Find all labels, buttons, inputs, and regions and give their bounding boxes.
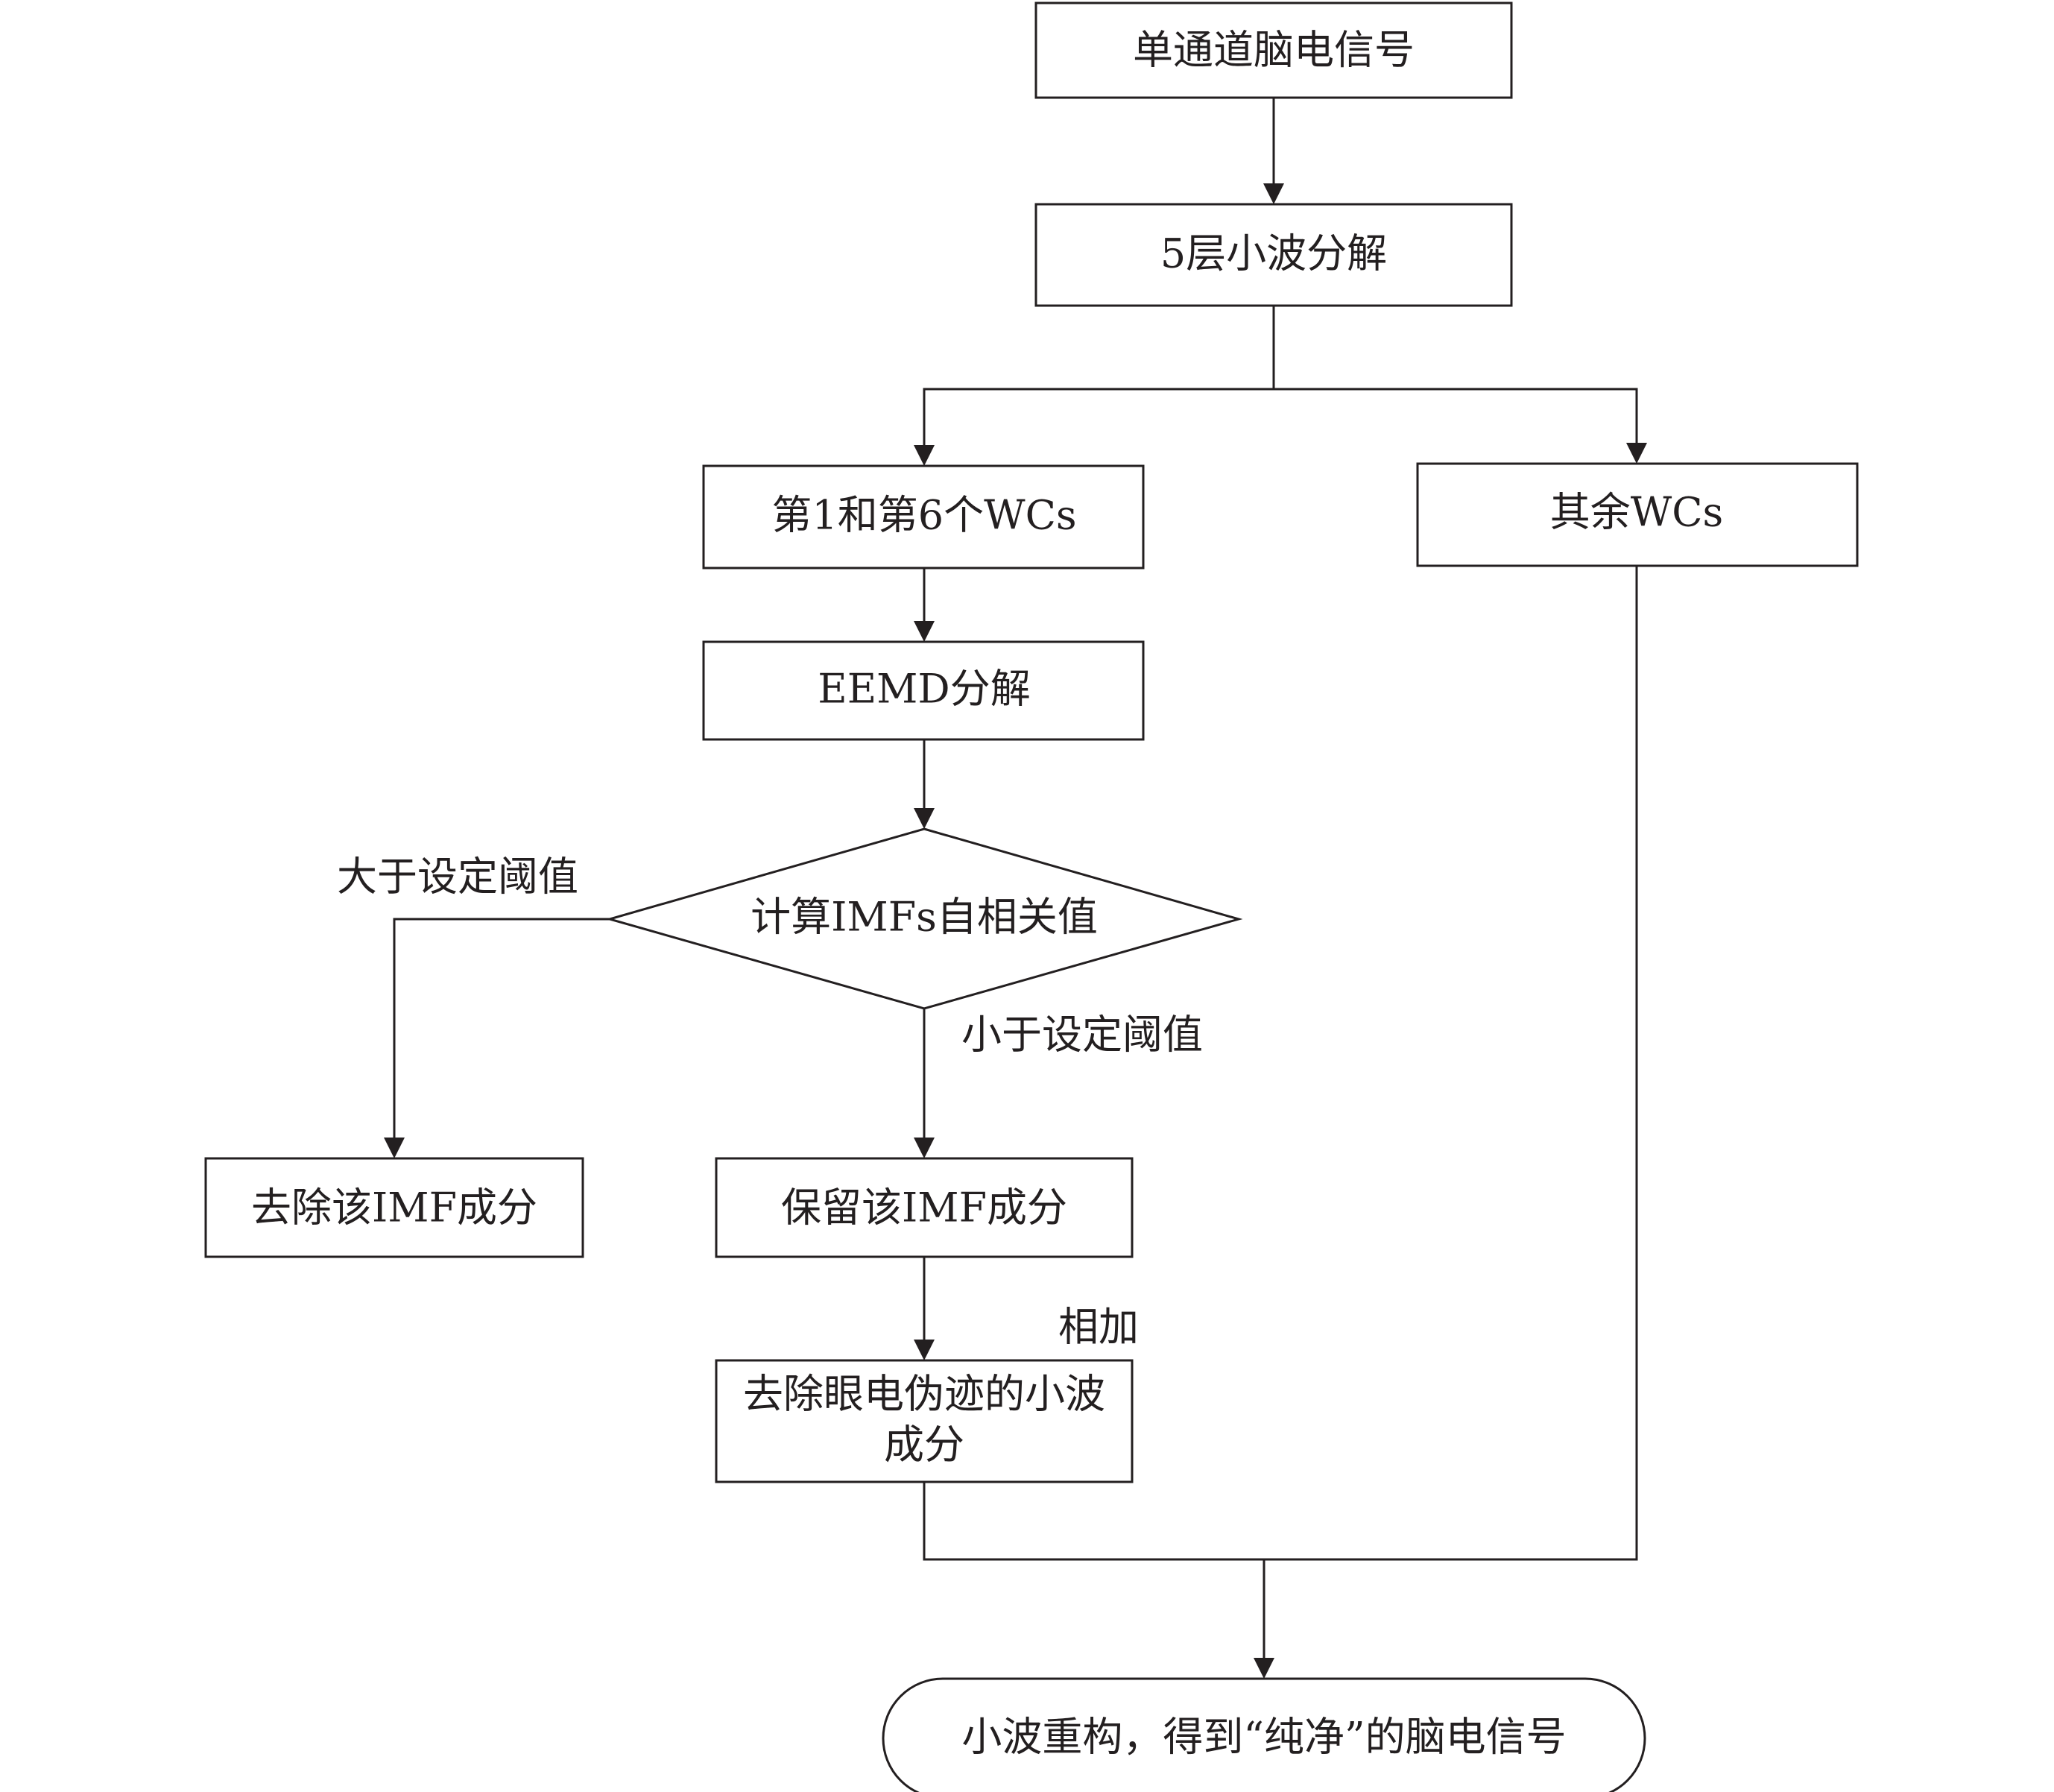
arrowhead-eemd — [914, 621, 935, 642]
wcs-1-6-label: 第1和第6个WCs — [771, 492, 1076, 539]
clean-wavelet-label-line2: 成分 — [884, 1422, 964, 1468]
edge-decomp-split — [923, 306, 1275, 447]
input-signal-box — [1034, 1, 1513, 99]
arrowhead-decomp — [1263, 183, 1284, 204]
wavelet-decomp-label: 5层小波分解 — [1160, 230, 1387, 277]
input-signal-label: 单通道脑电信号 — [1133, 27, 1415, 74]
arrowhead-remove — [384, 1138, 405, 1158]
arrowhead-decision — [914, 808, 935, 829]
output-label: 小波重构，得到“纯净”的脑电信号 — [961, 1714, 1566, 1761]
keep-imf-label: 保留该IMF成分 — [781, 1184, 1067, 1231]
keep-imf-box — [715, 1157, 1134, 1258]
edge-decomp-to-rest — [1274, 388, 1638, 445]
remove-imf-box — [204, 1157, 584, 1258]
remove-imf-label: 去除该IMF成分 — [251, 1184, 537, 1231]
edge-label-add: 相加 — [1058, 1304, 1139, 1351]
arrowhead-clean — [914, 1340, 935, 1360]
arrowhead-wcs-rest — [1626, 443, 1647, 464]
wavelet-decomp-box — [1034, 203, 1513, 307]
edge-decision-to-remove — [393, 918, 610, 1140]
edge-label-greater-than-threshold: 大于设定阈值 — [337, 854, 578, 900]
clean-wavelet-label-line1: 去除眼电伪迹的小波 — [743, 1371, 1105, 1418]
arrowhead-keep — [914, 1138, 935, 1158]
edge-merge — [923, 566, 1638, 1561]
wcs-rest-box — [1416, 462, 1859, 567]
eemd-label: EEMD分解 — [818, 666, 1030, 713]
wcs-rest-label: 其余WCs — [1550, 489, 1724, 536]
edge-label-less-than-threshold: 小于设定阈值 — [961, 1012, 1203, 1059]
arrowhead-wcs-1-6 — [914, 445, 935, 466]
arrowhead-output — [1254, 1658, 1274, 1679]
autocorr-label: 计算IMFs自相关值 — [750, 894, 1098, 941]
wcs-1-6-box — [702, 464, 1145, 570]
